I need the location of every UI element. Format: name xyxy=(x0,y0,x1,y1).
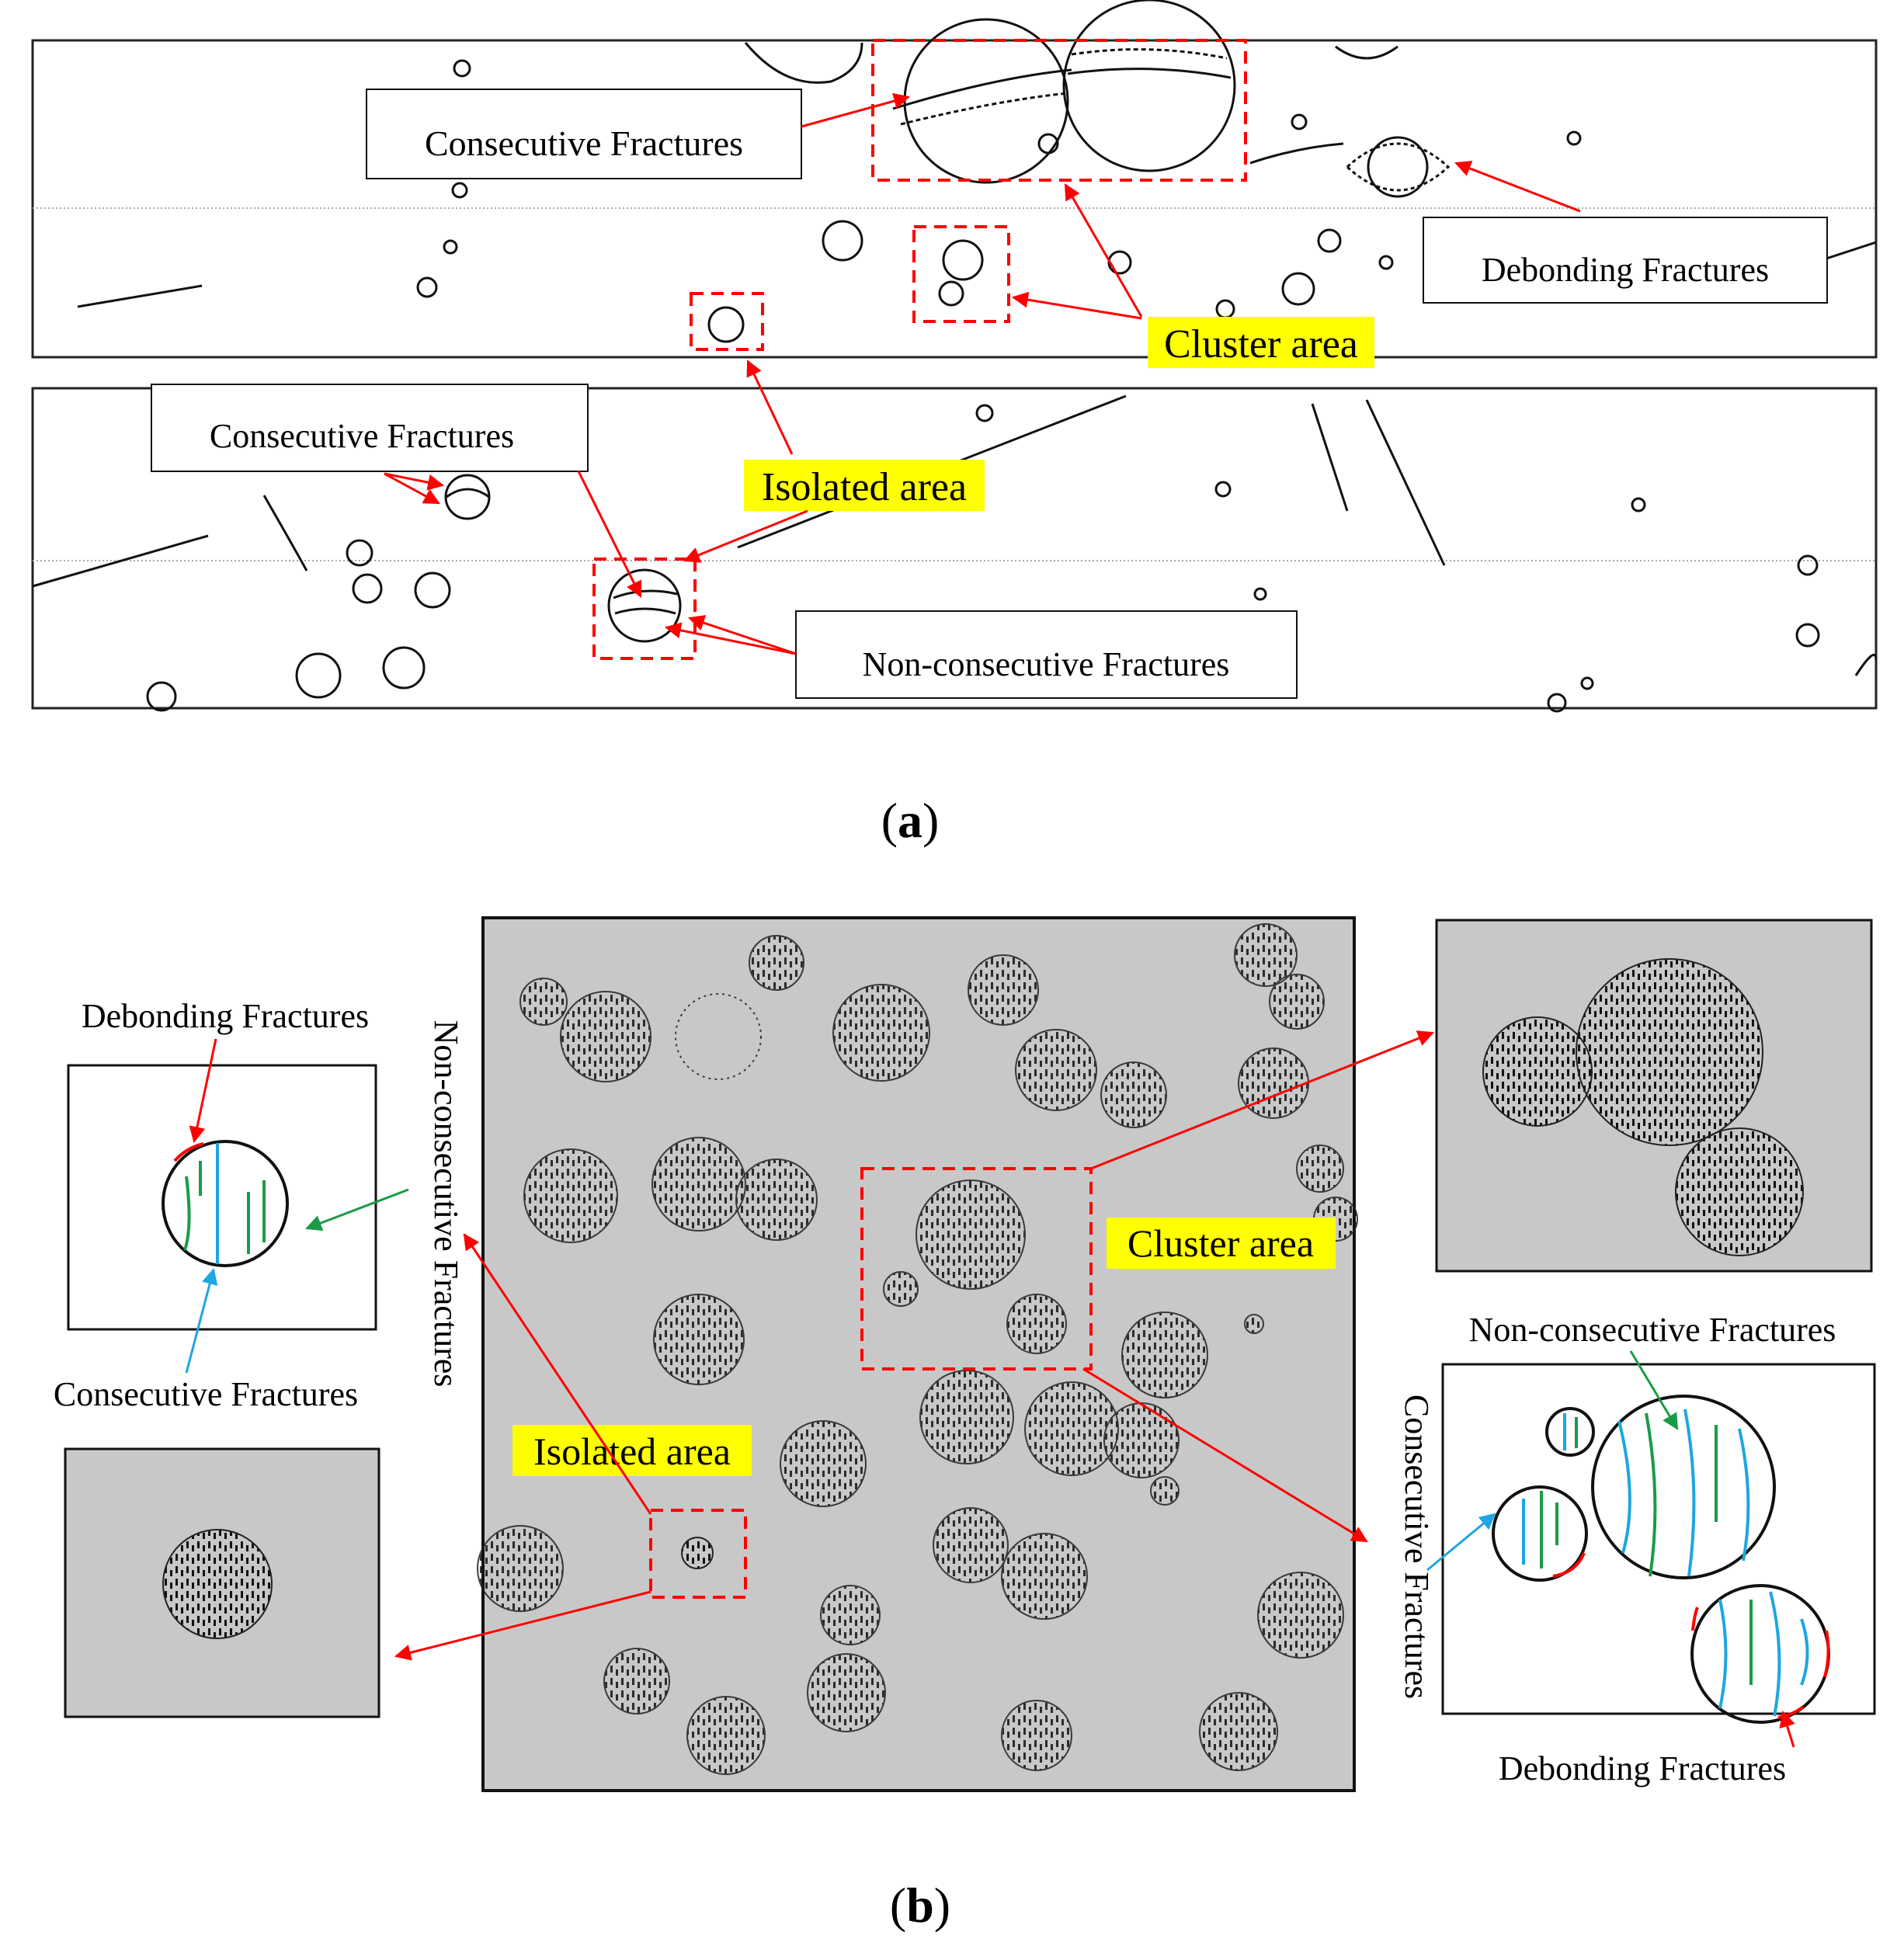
label-consecutive-fractures-b-left: Consecutive Fractures xyxy=(54,1375,358,1413)
panel-b: Cluster area Isolated area xyxy=(54,916,1876,1933)
panel-a: Consecutive Fractures Debonding Fracture… xyxy=(31,0,1878,848)
zoom-cluster-schematic xyxy=(1441,1363,1876,1715)
label-cluster-area-b: Cluster area xyxy=(1127,1221,1314,1265)
cluster-box-b xyxy=(860,1167,1093,1371)
arrows-b xyxy=(185,1030,1795,1748)
label-isolated-area-b: Isolated area xyxy=(533,1430,731,1473)
zoom-isolated-schematic xyxy=(67,1064,377,1331)
label-debonding-fractures-a: Debonding Fractures xyxy=(1482,251,1769,289)
isolated-box-a-top xyxy=(690,292,764,351)
aggregate-particles-main xyxy=(477,923,1358,1775)
label-non-consecutive-fractures-b-right: Non-consecutive Fractures xyxy=(1469,1311,1836,1349)
label-debonding-fractures-b-right: Debonding Fractures xyxy=(1499,1749,1786,1787)
specimen-strip-top xyxy=(31,39,1878,359)
schematic-isolated xyxy=(162,1140,289,1267)
isolated-box-b xyxy=(649,1509,747,1599)
schematic-cluster xyxy=(1492,1395,1830,1724)
label-consecutive-fractures-b-vertical: Consecutive Fractures xyxy=(1398,1395,1436,1699)
caption-a: (a) xyxy=(881,793,940,848)
label-debonding-fractures-b-left: Debonding Fractures xyxy=(82,997,369,1035)
region-boxes-a xyxy=(592,39,1247,660)
label-non-consecutive-fractures-a: Non-consecutive Fractures xyxy=(863,645,1230,683)
cluster-box-a-small xyxy=(912,225,1010,323)
label-non-consecutive-fractures-b-vertical: Non-consecutive Fractures xyxy=(427,1020,465,1388)
cluster-box-a-main xyxy=(871,39,1247,182)
isolated-box-a-bottom xyxy=(592,558,697,660)
label-cluster-area-a: Cluster area xyxy=(1164,322,1358,367)
caption-b: (b) xyxy=(890,1878,950,1933)
label-consecutive-fractures-a-bottom: Consecutive Fractures xyxy=(210,417,514,455)
arrows-a xyxy=(384,92,1581,655)
label-consecutive-fractures-a-top: Consecutive Fractures xyxy=(425,123,743,163)
label-isolated-area-a: Isolated area xyxy=(762,465,967,509)
